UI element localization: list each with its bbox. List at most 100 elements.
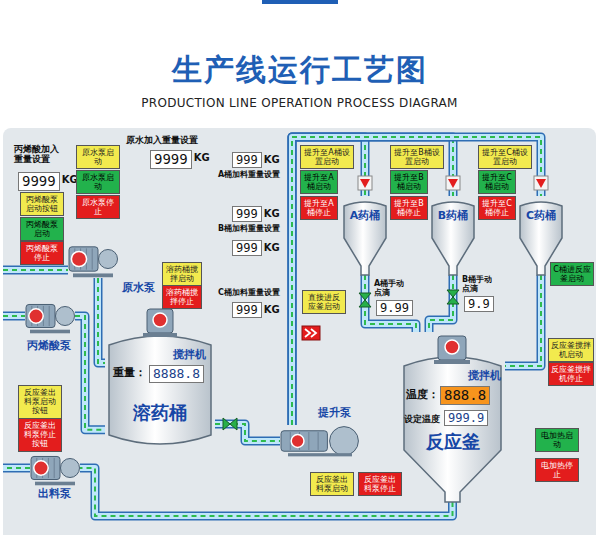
shape-text: 溶药桶 bbox=[105, 403, 215, 424]
button-text: 溶药桶搅拌启动 bbox=[165, 265, 199, 283]
button-text: 反应釜出料泵启动按钮 bbox=[21, 388, 59, 416]
value-display: 999.9 bbox=[444, 410, 488, 426]
pump-motor bbox=[26, 304, 55, 327]
shape-text: 反应釜 bbox=[400, 432, 505, 453]
button-text: 丙烯酸泵启动 bbox=[23, 220, 61, 238]
start-button: 直接进反应釜启动 bbox=[302, 290, 346, 314]
pump-volute bbox=[61, 459, 80, 478]
setting-label: B桶手动点滴 bbox=[462, 275, 500, 293]
button-text: 丙烯酸泵启动按钮 bbox=[23, 195, 61, 213]
start-button: 反应釜出料泵启动按钮 bbox=[18, 385, 62, 419]
pipe-flow bbox=[505, 275, 541, 366]
shape-outline bbox=[280, 425, 360, 457]
pipe-fill bbox=[292, 137, 365, 425]
value-display: 999KG bbox=[232, 302, 262, 318]
shape-text: 搅拌机 bbox=[468, 370, 501, 383]
pump-fan bbox=[71, 251, 86, 266]
stop-button: 电加热停止 bbox=[535, 458, 579, 482]
display-value: 9.9 bbox=[468, 297, 490, 311]
display-value: 999 bbox=[236, 241, 258, 255]
unit-text: KG bbox=[264, 154, 280, 166]
value-display: 9999KG bbox=[150, 150, 192, 169]
display-value: 999 bbox=[236, 207, 258, 221]
dosing-hopper: B药桶 bbox=[430, 196, 476, 275]
header-bar bbox=[0, 0, 599, 10]
icon-chevron bbox=[311, 329, 316, 337]
unit-text: KG bbox=[264, 304, 280, 316]
pump-motor bbox=[31, 456, 60, 479]
inlet-pipe-outline bbox=[3, 312, 25, 321]
caption: PRODUCTION LINE OPERATION PROCESS DIAGRA… bbox=[0, 96, 599, 110]
value-display: 888.8 bbox=[440, 386, 490, 405]
pipe-outline bbox=[505, 275, 541, 366]
shape-text: 温度： bbox=[406, 389, 439, 402]
button-text: 丙烯酸泵停止 bbox=[23, 244, 61, 262]
setting-label: B桶加料重量设置 bbox=[218, 224, 288, 233]
shape-text: 原水泵 bbox=[122, 282, 155, 295]
pipe-outline bbox=[365, 275, 416, 332]
button-text: 提升至C桶设置启动 bbox=[481, 148, 529, 166]
button-text: 溶药桶搅拌停止 bbox=[165, 288, 199, 306]
shape-text: 搅拌机 bbox=[173, 349, 206, 362]
pipe-outline bbox=[80, 468, 453, 516]
pump-fan bbox=[29, 309, 43, 323]
shape-outline bbox=[30, 450, 80, 486]
button-text: 电加热启动 bbox=[538, 431, 576, 449]
motor-fin bbox=[49, 306, 50, 326]
pump-base bbox=[30, 330, 70, 334]
dissolving-tank: 搅拌机重量：溶药桶8888.8 bbox=[105, 305, 215, 450]
motor-base bbox=[143, 333, 177, 337]
start-button: 丙烯酸泵启动按钮 bbox=[20, 192, 64, 216]
shape-outline bbox=[68, 240, 118, 278]
button-text: 提升至C桶停止 bbox=[481, 199, 513, 217]
button-text: 反应釜出料泵停止 bbox=[361, 475, 399, 493]
stop-button: 提升至B桶停止 bbox=[390, 196, 428, 220]
valve bbox=[447, 290, 459, 304]
inlet-pipe-fill bbox=[3, 267, 68, 273]
motor-fin bbox=[308, 432, 309, 450]
pipe-flow bbox=[98, 278, 105, 363]
pump-motor bbox=[281, 431, 327, 451]
pipe-outline bbox=[98, 278, 105, 363]
pump-motor bbox=[69, 247, 98, 271]
unit-text: KG bbox=[194, 152, 210, 164]
direct-feed-icon bbox=[302, 326, 320, 340]
feed-arrow bbox=[536, 179, 546, 188]
stop-button: 反应釜搅拌机停止 bbox=[548, 362, 594, 386]
shape-text: 设定温度 bbox=[404, 414, 440, 424]
run-button: C桶进反应釜启动 bbox=[550, 262, 594, 286]
stop-button: 提升至C桶停止 bbox=[478, 196, 516, 220]
run-button: 电加热启动 bbox=[535, 428, 579, 452]
run-button: 原水泵启动 bbox=[76, 170, 120, 194]
value-display: 999KG bbox=[232, 240, 262, 256]
pipe-connector bbox=[292, 137, 365, 425]
outlet-pipe-flow bbox=[3, 467, 30, 469]
header-accent bbox=[262, 0, 338, 4]
button-text: 反应釜搅拌机停止 bbox=[551, 365, 591, 383]
run-button: 提升至A桶启动 bbox=[300, 170, 338, 194]
start-button: 提升至A桶设置启动 bbox=[300, 145, 354, 169]
button-text: 提升至C桶启动 bbox=[481, 173, 513, 191]
reactor-tank: 搅拌机温度： 设定温度反应釜 888.8 999.9 bbox=[400, 332, 505, 502]
button-text: 电加热停止 bbox=[538, 461, 576, 479]
display-value: 888.8 bbox=[444, 387, 486, 404]
display-value: 8888.8 bbox=[153, 366, 200, 382]
inlet-pipe-outline bbox=[3, 266, 68, 275]
pump: 原水泵 bbox=[68, 240, 118, 278]
stop-button: 原水泵停止 bbox=[76, 195, 120, 219]
stop-button: 溶药桶搅拌停止 bbox=[162, 285, 202, 309]
setting-label: A桶手动点滴 bbox=[374, 279, 412, 297]
pump: 丙烯酸泵 bbox=[25, 298, 75, 334]
inlet-pipe-flow bbox=[3, 315, 25, 317]
pipe-outline bbox=[292, 137, 365, 425]
button-text: 反应釜出料泵启动 bbox=[313, 475, 351, 493]
start-button: 反应釜搅拌机启动 bbox=[548, 338, 594, 362]
pipe-fill bbox=[80, 468, 453, 516]
feed-arrow bbox=[448, 179, 458, 188]
display-value: 9999 bbox=[22, 173, 56, 190]
button-text: 提升至A桶停止 bbox=[303, 199, 335, 217]
pipe-flow bbox=[80, 468, 453, 516]
pipe-flow bbox=[292, 137, 365, 425]
value-display: 9.9 bbox=[464, 296, 494, 312]
reactor-body bbox=[404, 357, 501, 502]
